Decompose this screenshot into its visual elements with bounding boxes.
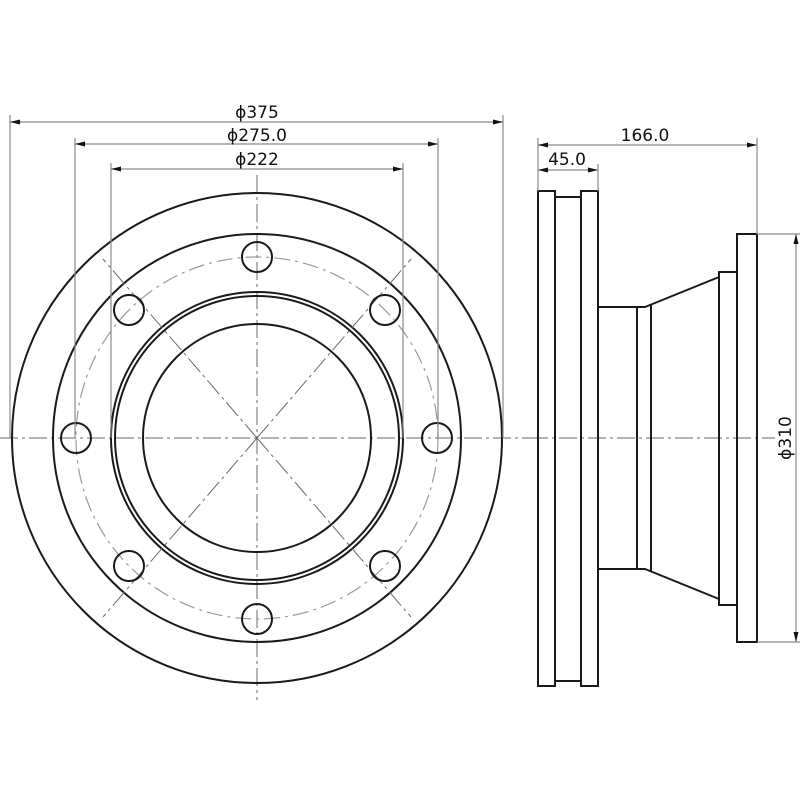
outer-disc-circle [11,192,503,684]
arrowhead-icon [493,119,503,125]
bolt-circle-diameter-label: ϕ275.0 [227,126,287,146]
dimension-hub-diameter: ϕ310 [757,233,800,643]
arrowhead-icon [588,167,598,173]
bolt-radial-line-2 [256,258,412,439]
bolt-hole-left [60,422,92,454]
arrowhead-icon [538,167,548,173]
bolt-hole-right [421,422,453,454]
bolt-radial-line-1 [102,258,258,439]
arrowhead-icon [538,142,548,148]
dimension-overall-height: 166.0 [537,126,758,234]
dimension-disc-thickness: 45.0 [538,150,599,191]
arrowhead-icon [428,141,438,147]
dimension-inner-diameter: ϕ222 [110,150,404,438]
dimension-bolt-circle-diameter: ϕ275.0 [74,126,439,438]
dimension-outer-diameter: ϕ375 [9,103,504,438]
disc-thickness-label: 45.0 [548,150,586,170]
hub-diameter-label: ϕ310 [776,416,796,460]
side-section-view: 166.0 45.0 ϕ310 [530,126,800,687]
bolt-hole-upper-right [369,294,401,326]
arrowhead-icon [10,119,20,125]
arrowhead-icon [793,632,799,642]
bolt-radial-line-3 [102,437,258,618]
mounting-flange [736,233,758,643]
overall-height-label: 166.0 [621,126,670,146]
hub-profile [598,271,737,606]
bolt-hole-lower-right [369,550,401,582]
arrowhead-icon [393,166,403,172]
inner-diameter-label: ϕ222 [235,150,279,170]
outer-diameter-label: ϕ375 [235,103,279,123]
front-view: ϕ375 ϕ275.0 ϕ222 [0,103,530,700]
bolt-hole-top [241,241,273,273]
arrowhead-icon [793,234,799,244]
bolt-radial-line-4 [256,437,412,618]
disc-inner-plate [580,190,599,687]
arrowhead-icon [111,166,121,172]
center-bore-circle [142,323,372,553]
bolt-hole-lower-left [113,550,145,582]
friction-ring-inner-circle [52,233,462,643]
hub-inner-ring-circle [114,295,400,581]
bolt-hole-bottom [241,603,273,635]
disc-outer-plate [537,190,556,687]
arrowhead-icon [747,142,757,148]
arrowhead-icon [75,141,85,147]
bolt-hole-upper-left [113,294,145,326]
